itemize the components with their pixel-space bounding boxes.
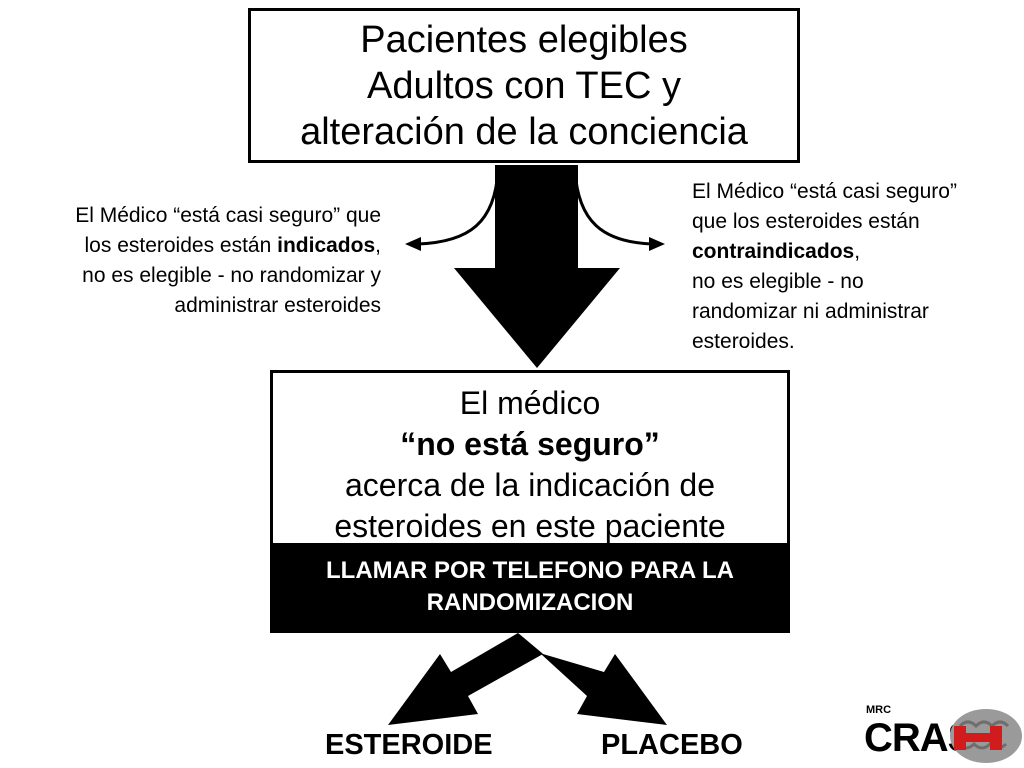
indicated-emphasis: indicados — [277, 234, 376, 257]
logo-mrc-label: MRC — [866, 704, 892, 716]
left-note-indicated: El Médico “está casi seguro” que los est… — [1, 201, 381, 321]
call-randomization-bar: LLAMAR POR TELEFONO PARA LA RANDOMIZACIO… — [273, 543, 787, 630]
contraindicated-emphasis: contraindicados — [692, 240, 855, 263]
mid-line4: esteroides en este paciente — [334, 508, 726, 544]
top-box-line3: alteración de la conciencia — [300, 110, 748, 153]
right-note-line5: randomizar ni administrar — [692, 300, 929, 323]
bar-line2: RANDOMIZACION — [426, 588, 634, 616]
left-note-line4: administrar esteroides — [174, 294, 381, 317]
left-note-line3: no es elegible - no randomizar y — [82, 264, 381, 287]
right-note-line2: que los esteroides están — [692, 210, 920, 233]
left-note-line2: los esteroides están indicados, — [84, 234, 381, 257]
bar-line1: LLAMAR POR TELEFONO PARA LA — [326, 556, 734, 584]
mid-line1: El médico — [459, 385, 601, 421]
left-branch-arrow — [417, 169, 500, 246]
right-outcome-arrow — [518, 633, 667, 725]
eligible-patients-box: Pacientes elegibles Adultos con TEC y al… — [248, 8, 800, 163]
mid-line2: “no está seguro” — [400, 426, 660, 462]
left-outcome-arrow — [388, 633, 543, 725]
uncertain-physician-box: El médico “no está seguro” acerca de la … — [270, 370, 790, 633]
outcome-placebo: PLACEBO — [601, 729, 743, 761]
right-branch-arrow — [573, 169, 653, 246]
right-note-line6: esteroides. — [692, 330, 795, 353]
main-down-arrow — [454, 165, 620, 368]
right-note-line4: no es elegible - no — [692, 270, 864, 293]
outcome-steroid: ESTEROIDE — [325, 729, 493, 761]
right-note-line1: El Médico “está casi seguro” — [692, 180, 957, 203]
top-box-line2: Adultos con TEC y — [366, 64, 681, 107]
left-note-line1: El Médico “está casi seguro” que — [75, 204, 381, 227]
crash-logo: MRC CRAS — [864, 704, 1024, 768]
right-note-contraindicated: El Médico “está casi seguro” que los est… — [692, 177, 1022, 357]
top-box-line1: Pacientes elegibles — [360, 18, 688, 61]
right-note-line3: contraindicados, — [692, 240, 861, 263]
brain-h-icon — [950, 709, 1022, 763]
mid-line3: acerca de la indicación de — [344, 467, 715, 503]
uncertain-text: El médico “no está seguro” acerca de la … — [273, 379, 787, 551]
